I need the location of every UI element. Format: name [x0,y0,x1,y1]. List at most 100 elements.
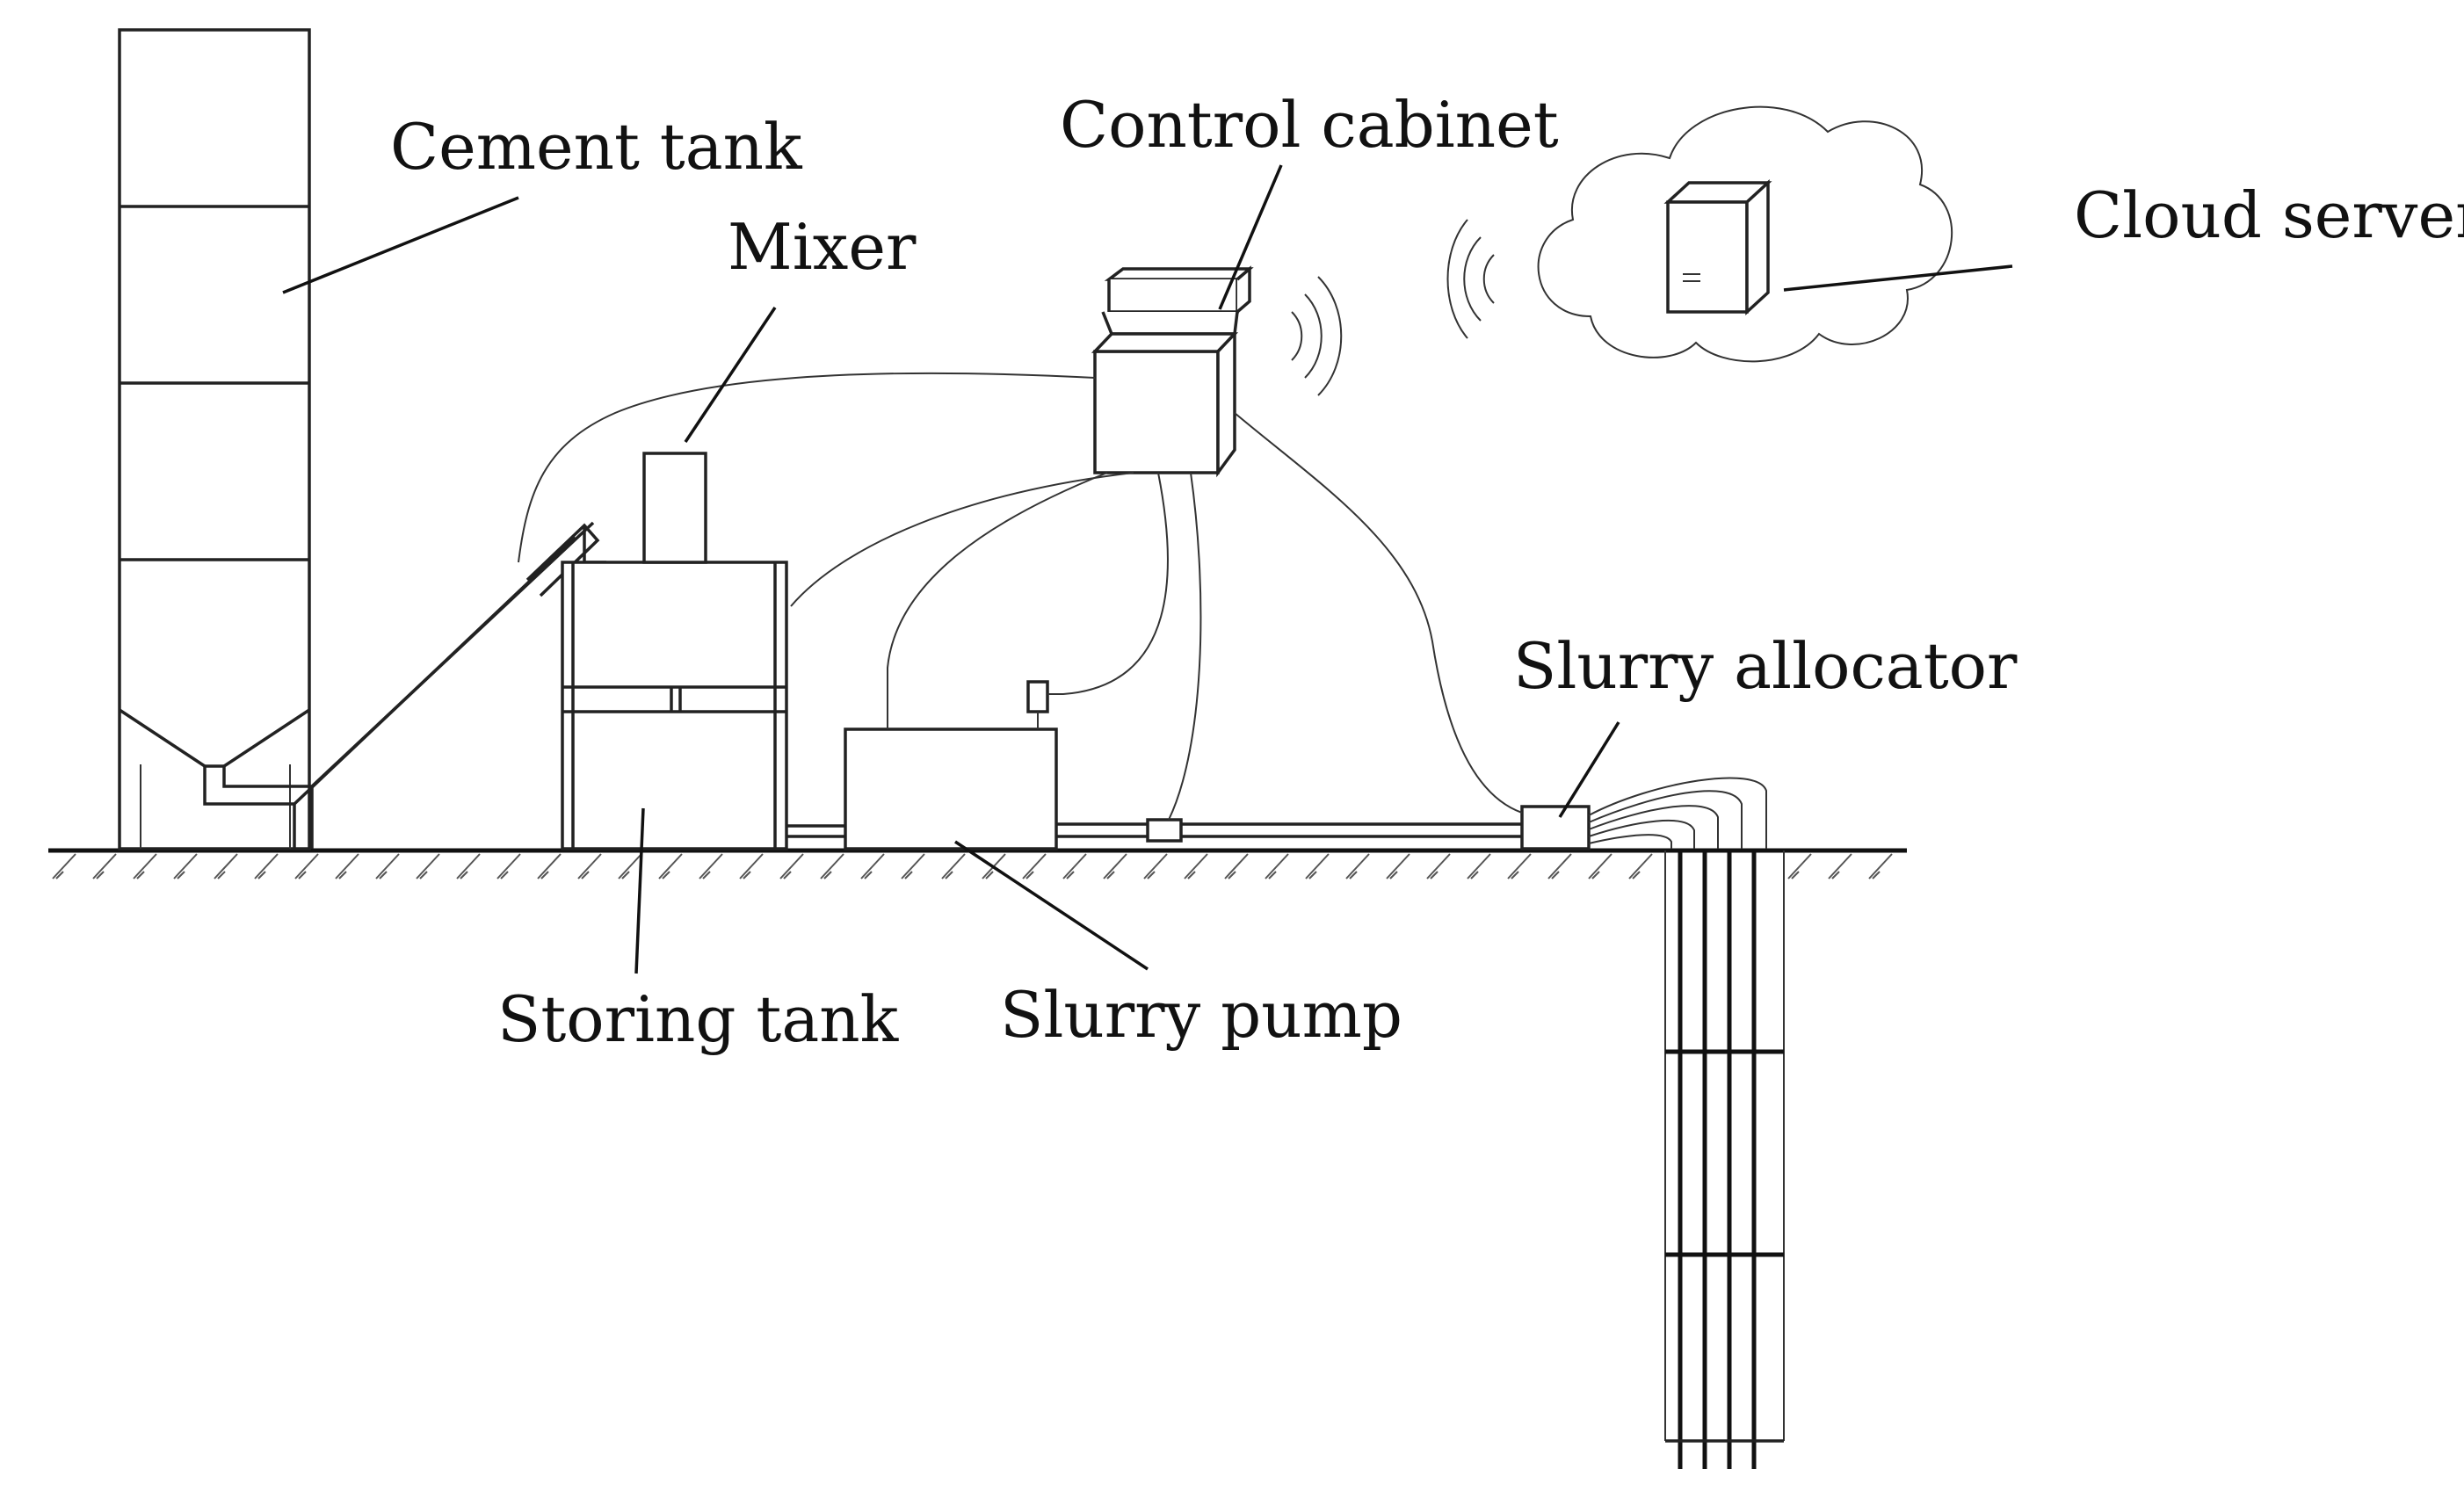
hatch-mark [540,871,549,879]
hatch-mark [739,853,764,879]
slurry-pump [844,680,1058,850]
hatch-mark [338,871,347,879]
hatch-mark [1228,871,1236,879]
hatch-mark [1025,871,1034,879]
hatch-mark [460,871,468,879]
hatch-mark [743,871,751,879]
hatch-mark [901,853,925,879]
hatch-mark [621,871,630,879]
hatch-mark [618,853,642,879]
hatch-mark [702,871,711,879]
hatch-mark [1828,853,1852,879]
hatch-mark [294,853,319,879]
hatch-mark [1103,853,1127,879]
hatch-mark [864,871,873,879]
hatch-mark [662,871,670,879]
hatch-mark [1628,853,1653,879]
hatch-mark [699,853,723,879]
leader-slurry-pump [954,840,1149,971]
hatch-mark [335,853,359,879]
hatch-mark [1467,853,1491,879]
hatch-mark [779,853,804,879]
hatch-mark [537,853,562,879]
label-storing-tank: Storing tank [497,982,900,1056]
ground [48,848,1907,879]
hatch-mark [823,871,832,879]
control-cables [518,372,1523,821]
hatch-mark [214,853,238,879]
label-mixer: Mixer [728,210,917,284]
hatch-mark [820,853,844,879]
hatch-mark [904,871,913,879]
hatch-mark [496,853,521,879]
hatch-mark [217,871,226,879]
hatch-mark [416,853,440,879]
leader-lines [282,164,2013,974]
storing-tank [561,561,788,850]
hatch-mark [173,853,198,879]
hatch-mark [1507,853,1532,879]
wifi-signal-icon [1291,219,1495,396]
hatch-mark [577,853,602,879]
hatch-mark [1591,871,1600,879]
hatch-mark [419,871,428,879]
hatch-mark [658,853,683,879]
hatch-mark [1305,853,1330,879]
hatch-mark [1389,871,1398,879]
hatch-mark [52,853,76,879]
hatch-mark [1386,853,1410,879]
hatch-mark [1268,871,1277,879]
control-cabinet [1091,265,1254,478]
hatch-mark [1787,853,1812,879]
hatch-mark [1551,871,1560,879]
hatch-mark [298,871,307,879]
hatch-mark [1184,853,1208,879]
hatch-mark [1022,853,1047,879]
hatch-mark [1349,871,1358,879]
grouting-pipes [1664,850,1785,1469]
label-cement-tank: Cement tank [390,110,803,184]
leader-control-cabinet [1218,164,1283,310]
hatch-mark [379,871,388,879]
hatch-mark [92,853,117,879]
hatch-mark [500,871,509,879]
hatch-mark [941,853,966,879]
label-slurry-pump: Slurry pump [1000,978,1402,1052]
hatch-mark [1470,871,1479,879]
hatch-mark [375,853,400,879]
label-control-cabinet: Control cabinet [1060,88,1559,162]
hatch-mark [985,871,994,879]
hatch-mark [581,871,590,879]
hatch-mark [1511,871,1519,879]
hatch-mark [1430,871,1439,879]
leader-cement-tank [282,196,519,294]
hatch-mark [1062,853,1087,879]
hatch-mark [1547,853,1572,879]
hatch-mark [254,853,279,879]
hatch-mark [136,871,145,879]
hatch-mark [177,871,185,879]
label-slurry-allocator: Slurry allocator [1513,629,2018,703]
hatch-mark [1147,871,1156,879]
leader-slurry-allocator [1558,721,1620,818]
hatch-mark [1791,871,1800,879]
cloud-server-icon [1537,105,1953,363]
hatch-mark [1632,871,1641,879]
ground-hatching [52,853,1893,879]
slurry-allocator [1520,777,1767,850]
hatch-mark [55,871,64,879]
leader-mixer [684,307,777,443]
hatch-mark [1868,853,1893,879]
hatch-mark [1831,871,1840,879]
hatch-mark [257,871,266,879]
hatch-mark [860,853,885,879]
label-cloud-server: Cloud server [2074,178,2464,252]
hatch-mark [1265,853,1289,879]
hatch-mark [133,853,157,879]
hatch-mark [1872,871,1881,879]
hatch-mark [1187,871,1196,879]
mixer [642,452,707,564]
slurry-pipeline [786,818,1522,843]
hatch-mark [456,853,481,879]
